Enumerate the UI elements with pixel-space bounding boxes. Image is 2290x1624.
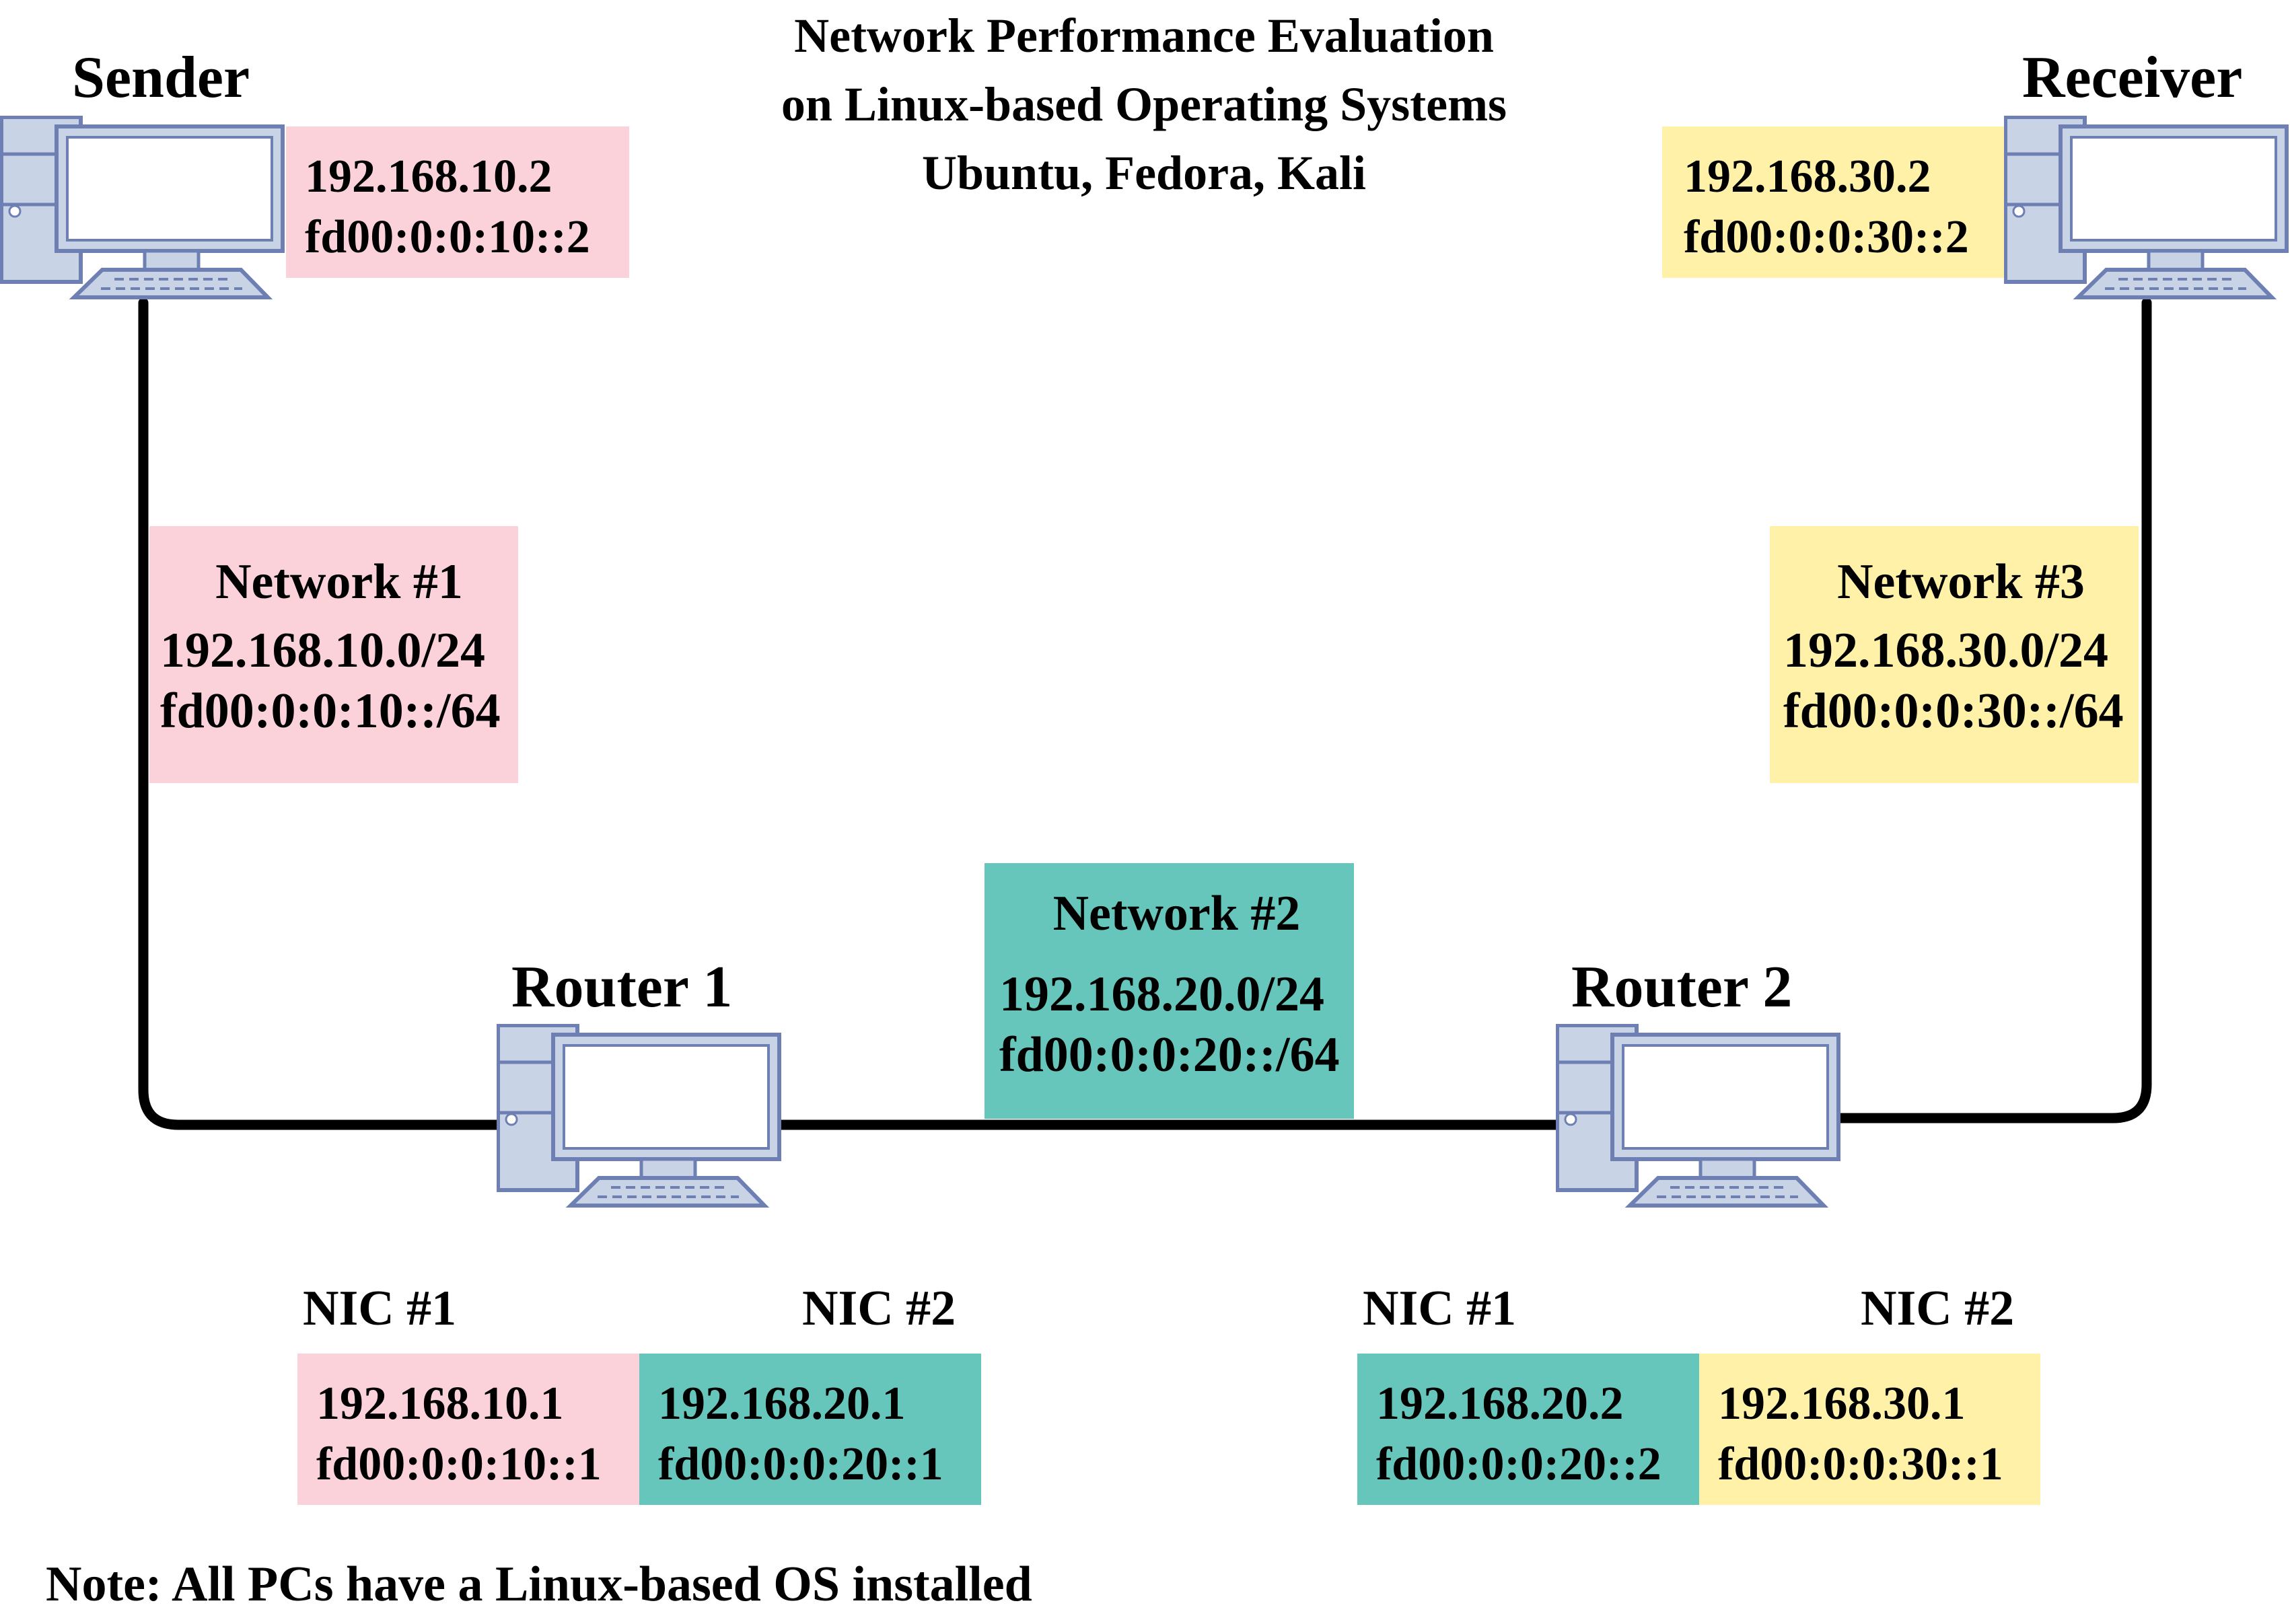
footnote: Note: All PCs have a Linux-based OS inst…: [46, 1557, 1032, 1612]
network-2-box: Network #2 192.168.20.0/24 fd00:0:0:20::…: [985, 863, 1354, 1119]
sender-ipv4: 192.168.10.2: [305, 151, 552, 202]
router-2-nic-2-label: NIC #2: [1861, 1281, 2015, 1336]
router-2-nic-1-ipv6: fd00:0:0:20::2: [1376, 1438, 1661, 1490]
network-1-ipv6: fd00:0:0:10::/64: [160, 684, 501, 739]
network-1-box: Network #1 192.168.10.0/24 fd00:0:0:10::…: [149, 526, 518, 783]
receiver-address-box: 192.168.30.2 fd00:0:0:30::2: [1662, 126, 2004, 278]
router-2-nic-2-ipv4: 192.168.30.1: [1718, 1378, 1966, 1430]
network-2-name: Network #2: [1052, 886, 1301, 941]
router-1-nic-2-ipv6: fd00:0:0:20::1: [658, 1438, 943, 1490]
sender-pc-icon: [0, 116, 286, 301]
router-1-nic-1-box: 192.168.10.1 fd00:0:0:10::1: [297, 1354, 639, 1505]
receiver-label: Receiver: [2022, 45, 2243, 110]
router-2-pc-icon: [1556, 1024, 1842, 1209]
network-1-name: Network #1: [215, 554, 463, 610]
wire-sender-router1: [138, 297, 507, 1130]
network-1-ipv4: 192.168.10.0/24: [160, 623, 486, 678]
network-3-ipv4: 192.168.30.0/24: [1783, 623, 2109, 678]
router-1-nic-2-ipv4: 192.168.20.1: [658, 1378, 906, 1430]
network-3-name: Network #3: [1837, 554, 2085, 610]
title-line-3: Ubuntu, Fedora, Kali: [921, 146, 1367, 200]
diagram-title: Network Performance Evaluation on Linux-…: [498, 1, 1790, 207]
router-1-pc-icon: [497, 1024, 783, 1209]
router-1-nic-1-ipv6: fd00:0:0:10::1: [316, 1438, 602, 1490]
title-line-2: on Linux-based Operating Systems: [781, 77, 1507, 131]
router-2-nic-1-label: NIC #1: [1363, 1281, 1517, 1336]
network-3-ipv6: fd00:0:0:30::/64: [1783, 684, 2124, 739]
router-1-label: Router 1: [511, 955, 733, 1020]
router-1-nic-1-ipv4: 192.168.10.1: [316, 1378, 564, 1430]
receiver-ipv4: 192.168.30.2: [1684, 151, 1931, 202]
receiver-ipv6: fd00:0:0:30::2: [1684, 211, 1969, 263]
sender-label: Sender: [72, 45, 250, 110]
router-2-nic-2-ipv6: fd00:0:0:30::1: [1718, 1438, 2003, 1490]
router-1-nic-1-label: NIC #1: [303, 1281, 457, 1336]
network-2-ipv4: 192.168.20.0/24: [999, 967, 1325, 1022]
router-1-nic-2-box: 192.168.20.1 fd00:0:0:20::1: [639, 1354, 981, 1505]
receiver-pc-icon: [2004, 116, 2290, 301]
router-2-nic-2-box: 192.168.30.1 fd00:0:0:30::1: [1699, 1354, 2040, 1505]
sender-ipv6: fd00:0:0:10::2: [305, 211, 590, 263]
router-1-nic-2-label: NIC #2: [802, 1281, 956, 1336]
router-2-label: Router 2: [1571, 955, 1793, 1020]
network-3-box: Network #3 192.168.30.0/24 fd00:0:0:30::…: [1770, 526, 2139, 783]
wire-router2-receiver: [1835, 297, 2152, 1123]
title-line-1: Network Performance Evaluation: [794, 9, 1494, 63]
sender-address-box: 192.168.10.2 fd00:0:0:10::2: [286, 126, 629, 278]
router-2-nic-1-box: 192.168.20.2 fd00:0:0:20::2: [1357, 1354, 1699, 1505]
network-2-ipv6: fd00:0:0:20::/64: [999, 1027, 1340, 1082]
router-2-nic-1-ipv4: 192.168.20.2: [1376, 1378, 1624, 1430]
